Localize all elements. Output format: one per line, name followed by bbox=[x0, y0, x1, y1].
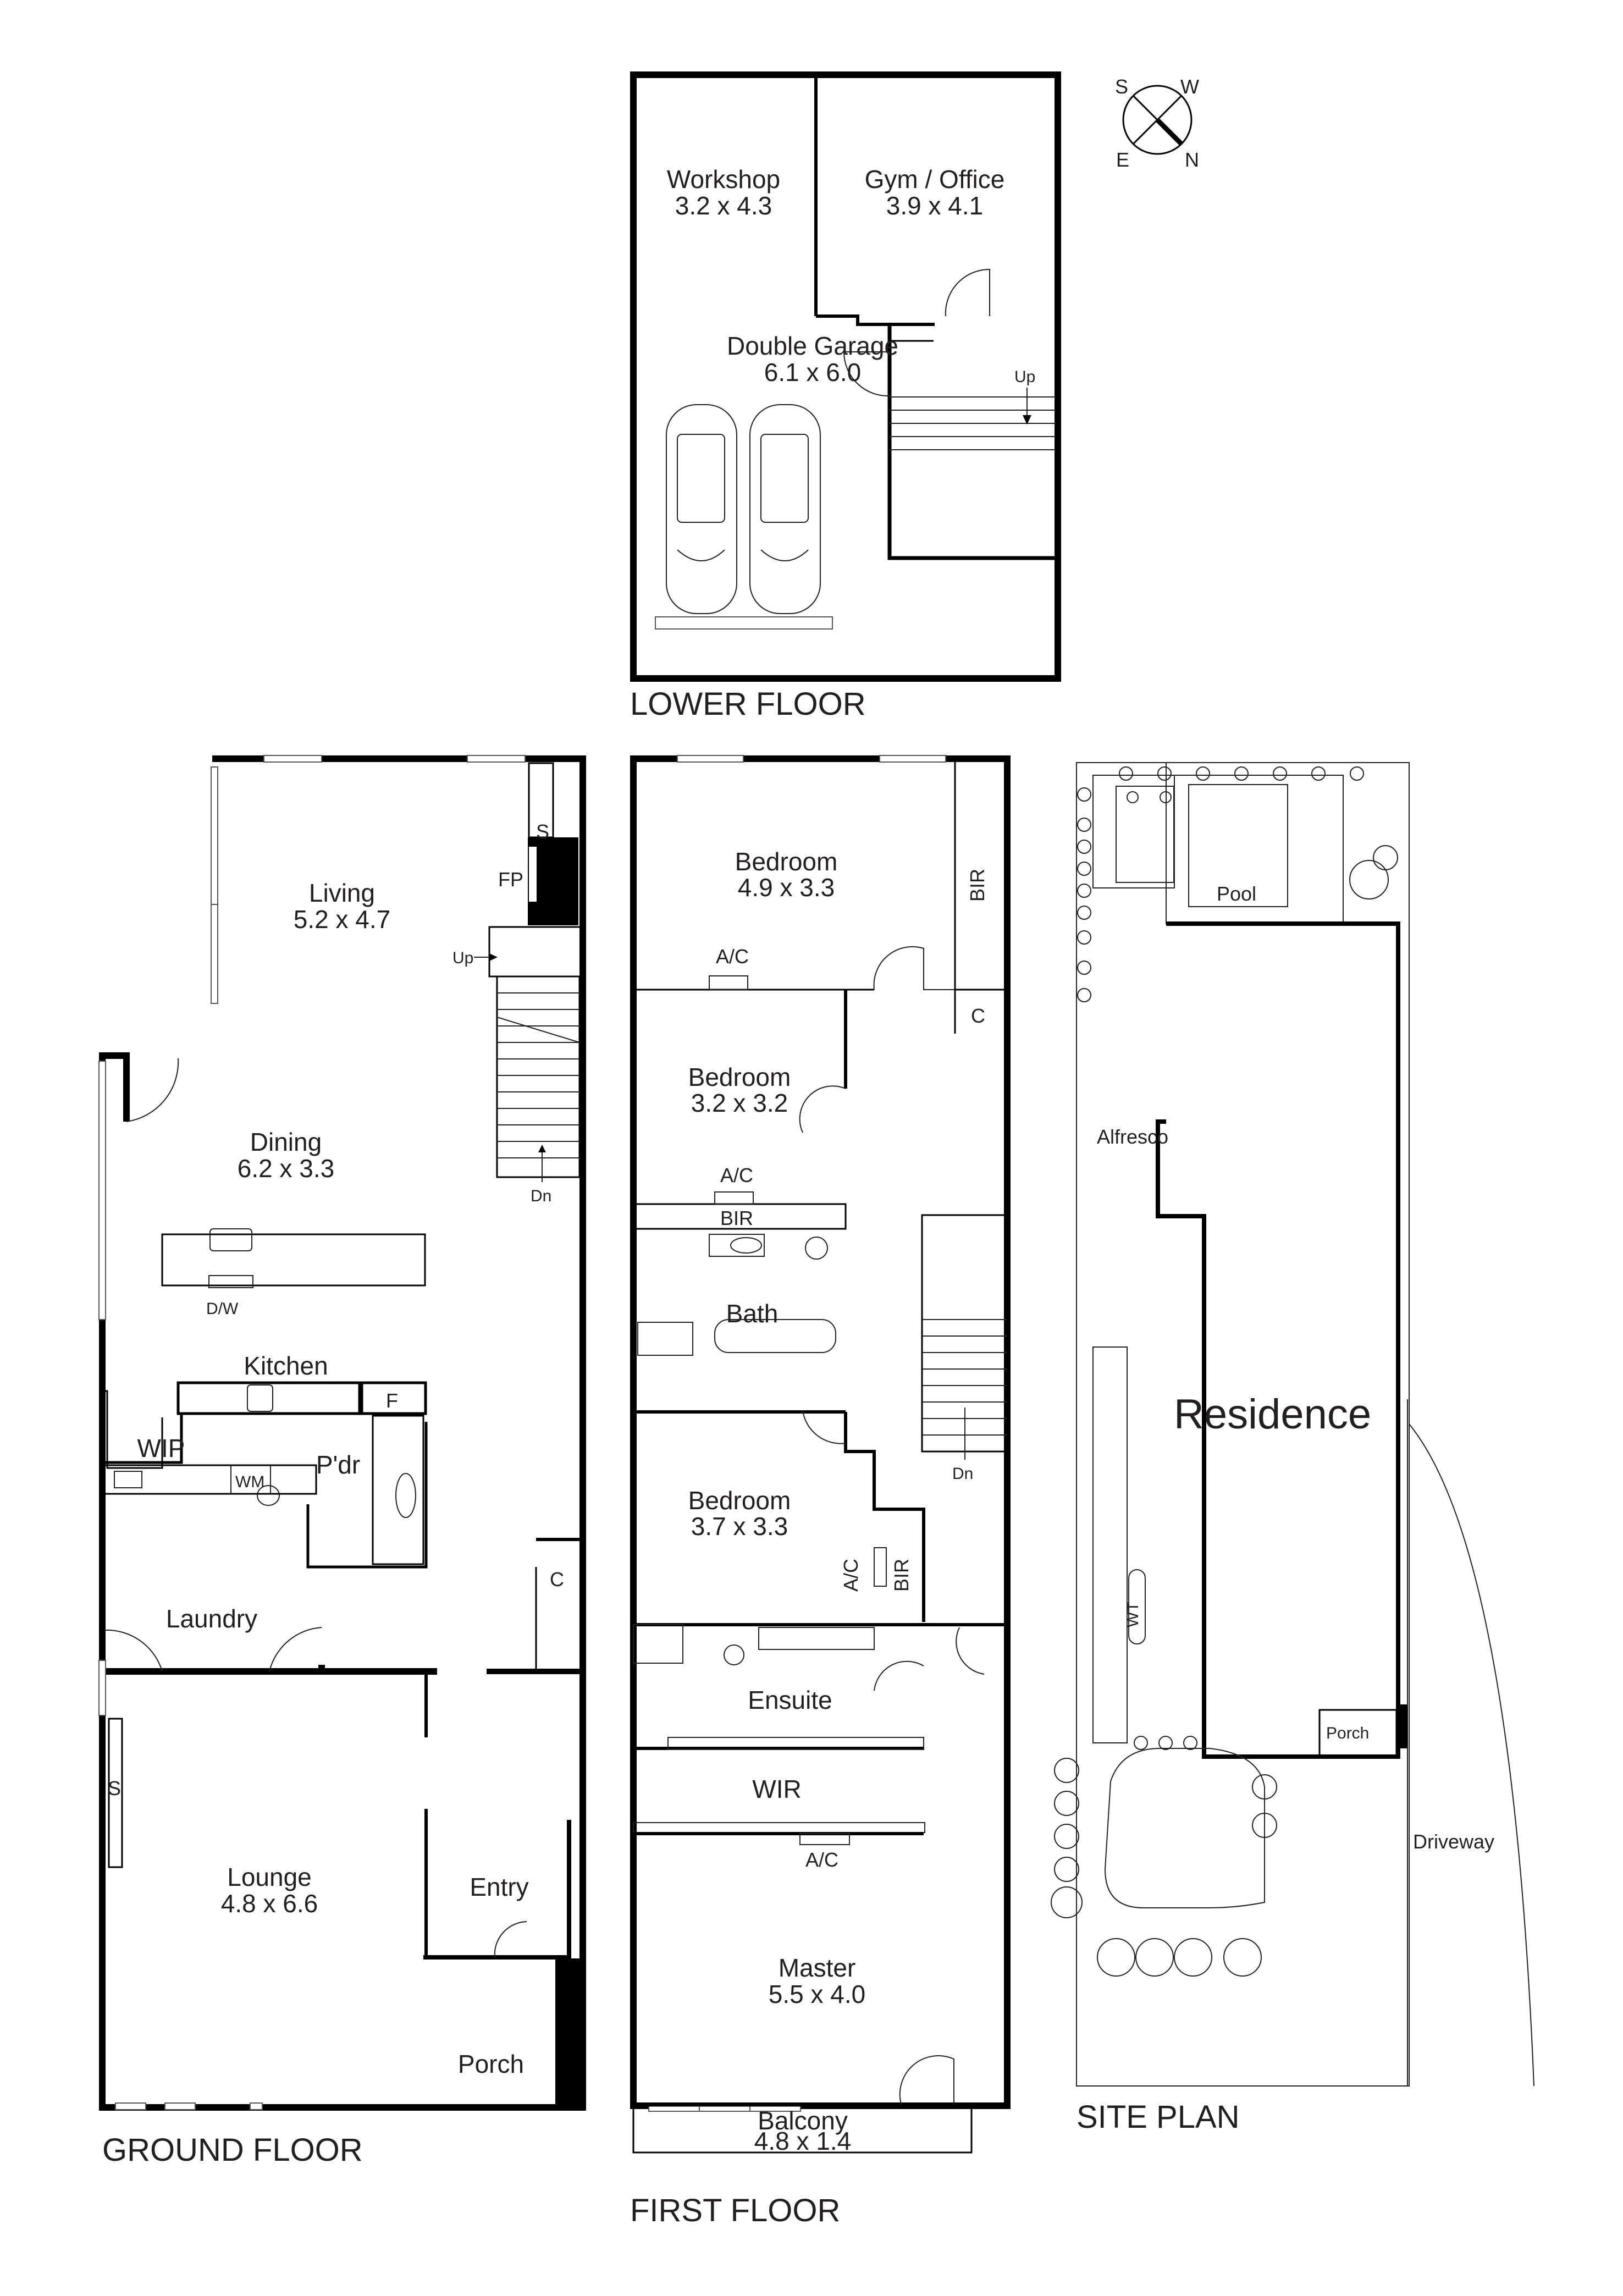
car-icon bbox=[749, 404, 821, 614]
room-lounge-dims: 4.8 x 6.6 bbox=[221, 1889, 318, 1918]
gf-stair-down-label: Dn bbox=[531, 1187, 551, 1205]
ground-floor-title: GROUND FLOOR bbox=[102, 2132, 363, 2168]
room-entry: Entry bbox=[470, 1873, 528, 1901]
room-bedroom-3-dims: 3.7 x 3.3 bbox=[691, 1512, 788, 1541]
site-plan: Pool Residence Alfresco Porch WT Drivewa… bbox=[1051, 762, 1534, 2135]
ground-floor-plan: S FP Up Dn D/W F bbox=[98, 755, 586, 2168]
gf-washing-machine-label: WM bbox=[235, 1473, 264, 1491]
gf-cupboard-c: C bbox=[550, 1568, 564, 1591]
room-bedroom-1-dims: 4.9 x 3.3 bbox=[738, 873, 835, 902]
ff-bir-1: BIR bbox=[966, 869, 989, 902]
first-floor-title: FIRST FLOOR bbox=[630, 2193, 840, 2228]
room-master: Master bbox=[779, 1953, 856, 1982]
ff-ac-2: A/C bbox=[720, 1164, 753, 1186]
room-workshop: Workshop bbox=[667, 165, 780, 194]
room-bedroom-1: Bedroom bbox=[735, 847, 838, 876]
room-master-dims: 5.5 x 4.0 bbox=[769, 1980, 865, 2008]
room-gym-office: Gym / Office bbox=[865, 165, 1005, 194]
ff-cupboard-c: C bbox=[971, 1004, 985, 1027]
room-workshop-dims: 3.2 x 4.3 bbox=[675, 191, 772, 220]
room-powder: P'dr bbox=[316, 1450, 360, 1479]
room-porch: Porch bbox=[458, 2050, 524, 2078]
gf-stair-up-label: Up bbox=[452, 949, 473, 967]
room-bath: Bath bbox=[726, 1299, 779, 1328]
site-plan-title: SITE PLAN bbox=[1077, 2099, 1240, 2135]
room-living-dims: 5.2 x 4.7 bbox=[294, 905, 390, 934]
lower-stair-up-label: Up bbox=[1014, 368, 1035, 386]
ff-ac-3: A/C bbox=[840, 1559, 862, 1592]
compass-w: W bbox=[1180, 75, 1199, 98]
gf-fireplace-label: FP bbox=[498, 868, 523, 891]
first-floor-plan: A/C BIR C A/C BIR Dn A/C BIR bbox=[630, 755, 1011, 2228]
site-water-tank-label: WT bbox=[1124, 1602, 1142, 1627]
room-dining: Dining bbox=[250, 1128, 322, 1156]
compass-rose: S W E N bbox=[1115, 75, 1199, 171]
room-lounge: Lounge bbox=[227, 1863, 312, 1891]
tree-icons bbox=[1051, 766, 1398, 1977]
gf-fridge-label: F bbox=[386, 1389, 398, 1412]
gf-storage-lounge-s: S bbox=[108, 1777, 121, 1800]
room-laundry: Laundry bbox=[166, 1604, 257, 1633]
compass-n: N bbox=[1185, 148, 1199, 171]
site-residence-label: Residence bbox=[1174, 1391, 1371, 1438]
ff-ac-1: A/C bbox=[716, 945, 749, 968]
site-porch-label: Porch bbox=[1326, 1724, 1369, 1742]
room-gym-office-dims: 3.9 x 4.1 bbox=[886, 191, 983, 220]
room-bedroom-2: Bedroom bbox=[688, 1063, 791, 1091]
lower-floor-title: LOWER FLOOR bbox=[630, 686, 866, 722]
car-icon bbox=[666, 404, 737, 614]
room-balcony: Balcony bbox=[758, 2106, 848, 2135]
ff-ac-4: A/C bbox=[805, 1848, 838, 1871]
room-ensuite: Ensuite bbox=[748, 1686, 832, 1714]
room-bedroom-2-dims: 3.2 x 3.2 bbox=[691, 1089, 788, 1117]
room-living: Living bbox=[309, 879, 375, 907]
room-wir: WIR bbox=[752, 1775, 801, 1803]
site-pool-label: Pool bbox=[1217, 882, 1256, 905]
room-kitchen: Kitchen bbox=[244, 1351, 328, 1380]
gf-storage-s: S bbox=[536, 820, 549, 843]
site-alfresco-label: Alfresco bbox=[1097, 1125, 1168, 1148]
room-double-garage-dims: 6.1 x 6.0 bbox=[764, 358, 861, 387]
ff-bir-3: BIR bbox=[890, 1559, 913, 1592]
room-balcony-dims: 4.8 x 1.4 bbox=[754, 2127, 851, 2155]
compass-s: S bbox=[1115, 75, 1128, 98]
room-dining-dims: 6.2 x 3.3 bbox=[238, 1154, 334, 1183]
lower-floor-plan: Up Workshop 3.2 x 4.3 Gym / Office 3.9 x… bbox=[630, 71, 1061, 722]
site-driveway-label: Driveway bbox=[1413, 1830, 1494, 1853]
gf-dishwasher-label: D/W bbox=[206, 1300, 239, 1318]
compass-e: E bbox=[1116, 148, 1129, 171]
room-wip: WIP bbox=[137, 1434, 185, 1462]
ff-bir-2: BIR bbox=[720, 1207, 753, 1229]
ff-stair-down-label: Dn bbox=[952, 1465, 973, 1483]
room-double-garage: Double Garage bbox=[727, 332, 898, 360]
room-bedroom-3: Bedroom bbox=[688, 1486, 791, 1515]
